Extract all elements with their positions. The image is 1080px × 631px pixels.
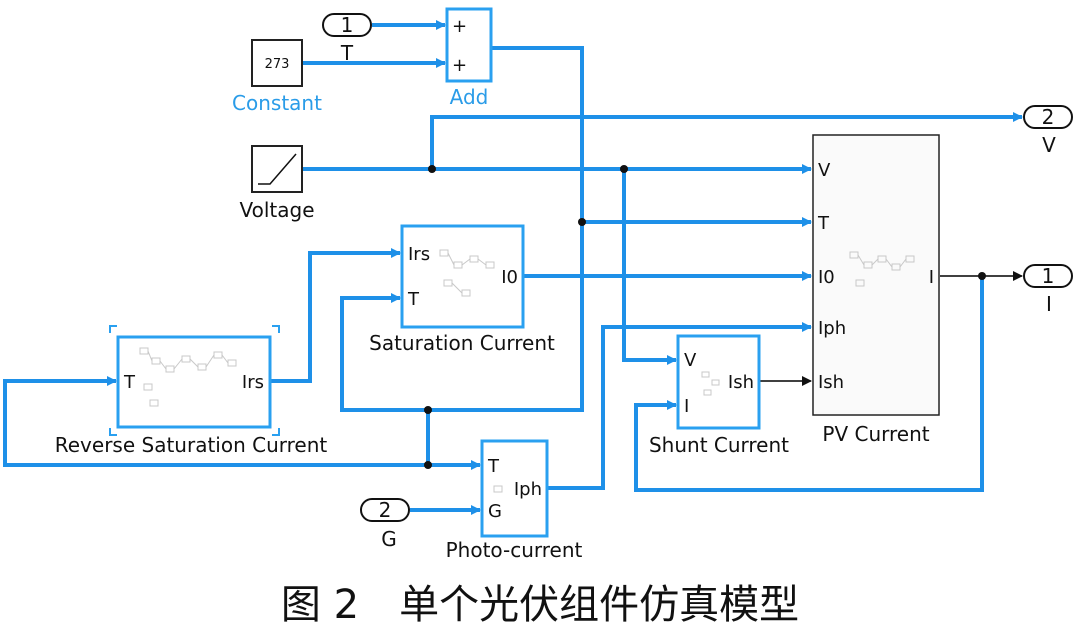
constant-value: 273 <box>265 57 290 72</box>
rev-in-T: T <box>123 372 136 393</box>
shunt-out-ish: Ish <box>728 372 754 393</box>
outport-I-number: 1 <box>1042 264 1055 288</box>
wire-tk-to-satT <box>340 293 428 412</box>
subsystem-thumbnail <box>493 485 503 493</box>
sat-out-I0: I0 <box>501 267 518 288</box>
constant-block[interactable]: 273 Constant <box>232 39 322 115</box>
outport-I-label: I <box>1046 292 1052 316</box>
photo-in-T: T <box>487 456 500 477</box>
outport-I[interactable]: 1 I <box>1023 264 1073 316</box>
pv-in-iph: Iph <box>818 318 846 339</box>
wire-tk-to-revT <box>3 376 428 467</box>
pv-current-label: PV Current <box>822 422 929 446</box>
outport-V[interactable]: 2 V <box>1023 105 1073 157</box>
rev-out-irs: Irs <box>242 372 264 393</box>
pv-in-V: V <box>818 160 831 181</box>
pv-in-I0: I0 <box>818 267 835 288</box>
junction-dot <box>978 272 986 280</box>
outport-V-label: V <box>1042 133 1056 157</box>
add-in2-sign: + <box>452 55 467 76</box>
figure-caption: 图 2 单个光伏组件仿真模型 <box>281 582 799 628</box>
voltage-block[interactable]: Voltage <box>239 145 315 222</box>
add-block[interactable]: + + Add <box>445 7 493 109</box>
junction-dot <box>620 165 628 173</box>
wire-feedback-I <box>634 276 984 492</box>
selection-corner <box>109 325 280 436</box>
constant-label: Constant <box>232 91 322 115</box>
wire-irs <box>271 248 401 383</box>
inport-T-number: 1 <box>341 13 354 37</box>
pv-in-ish: Ish <box>818 372 844 393</box>
inport-T[interactable]: 1 T <box>322 13 372 65</box>
photo-current-label: Photo-current <box>446 538 583 562</box>
shunt-in-I: I <box>684 396 689 417</box>
reverse-saturation-current-label: Reverse Saturation Current <box>55 433 328 457</box>
subsystem-thumbnail <box>439 249 495 297</box>
subsystem-thumbnail <box>849 251 915 287</box>
sat-in-T: T <box>407 289 420 310</box>
inport-G[interactable]: 2 G <box>360 498 410 551</box>
wire-iph <box>548 322 812 490</box>
wire-voltage-to-outV <box>430 112 1023 169</box>
add-in1-sign: + <box>452 16 467 37</box>
junction-dot <box>578 218 586 226</box>
pv-out-I: I <box>929 267 934 288</box>
shunt-in-V: V <box>684 350 697 371</box>
outport-V-number: 2 <box>1042 105 1055 129</box>
add-label: Add <box>450 85 489 109</box>
inport-G-number: 2 <box>379 498 392 522</box>
photo-out-iph: Iph <box>514 479 542 500</box>
wire-v-to-shunt <box>622 169 677 365</box>
junction-dot <box>424 406 432 414</box>
saturation-current-block[interactable]: Irs T I0 Saturation Current <box>369 224 555 355</box>
junction-dot <box>428 165 436 173</box>
inport-T-label: T <box>340 41 354 65</box>
shunt-current-block[interactable]: V I Ish Shunt Current <box>649 334 789 457</box>
saturation-current-label: Saturation Current <box>369 331 555 355</box>
subsystem-thumbnail <box>701 371 720 396</box>
voltage-label: Voltage <box>239 198 314 222</box>
wire-add-out <box>428 46 584 412</box>
reverse-saturation-current-block[interactable]: T Irs Reverse Saturation Current <box>55 325 328 457</box>
sat-in-irs: Irs <box>408 244 430 265</box>
pv-current-block[interactable]: V T I0 Iph Ish I PV Current <box>812 134 940 446</box>
ramp-icon <box>258 153 297 185</box>
junction-dot <box>424 461 432 469</box>
photo-current-block[interactable]: T G Iph Photo-current <box>446 439 583 562</box>
subsystem-thumbnail <box>139 347 237 407</box>
pv-in-T: T <box>817 213 830 234</box>
photo-in-G: G <box>488 501 502 522</box>
shunt-current-label: Shunt Current <box>649 433 789 457</box>
inport-G-label: G <box>381 527 397 551</box>
wire-tk-to-photo <box>426 410 481 470</box>
wires <box>3 20 1023 515</box>
